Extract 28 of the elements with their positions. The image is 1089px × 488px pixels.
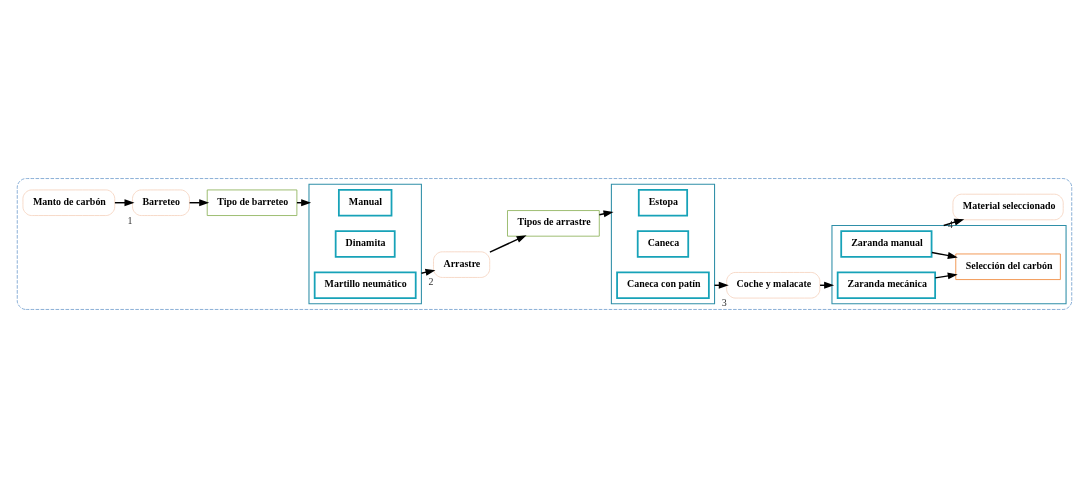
node-box: Barreteo xyxy=(132,189,190,216)
node-box: Manual xyxy=(338,189,393,217)
node-box: Selección del carbón xyxy=(955,253,1061,280)
node-label: 3 xyxy=(721,297,727,309)
cluster xyxy=(308,183,422,305)
arrow xyxy=(489,235,527,253)
cluster xyxy=(610,183,716,305)
arrow xyxy=(934,272,958,280)
node-box: Caneca con patín xyxy=(616,271,710,299)
node-box: Tipo de barreteo xyxy=(206,189,298,216)
node-box: Manto de carbón xyxy=(22,189,116,216)
cluster xyxy=(16,178,1073,310)
node-box: Zaranda mecánica xyxy=(836,271,936,299)
arrow xyxy=(931,251,958,259)
node-box: Martillo neumático xyxy=(313,271,417,299)
node-box: Material seleccionado xyxy=(952,193,1064,221)
node-box: Estopa xyxy=(637,189,689,217)
node-label: 4 xyxy=(947,218,953,230)
node-box: Caneca xyxy=(636,230,690,258)
arrow xyxy=(598,210,614,218)
arrow xyxy=(420,268,436,276)
node-box: Tipos de arrastre xyxy=(507,210,600,237)
node-label: 2 xyxy=(428,276,434,288)
node-box: Dinamita xyxy=(334,230,396,258)
node-box: Coche y malacate xyxy=(726,272,821,299)
node-label: 1 xyxy=(127,214,133,226)
node-box: Arrastre xyxy=(433,251,491,278)
node-box: Zaranda manual xyxy=(840,230,933,258)
